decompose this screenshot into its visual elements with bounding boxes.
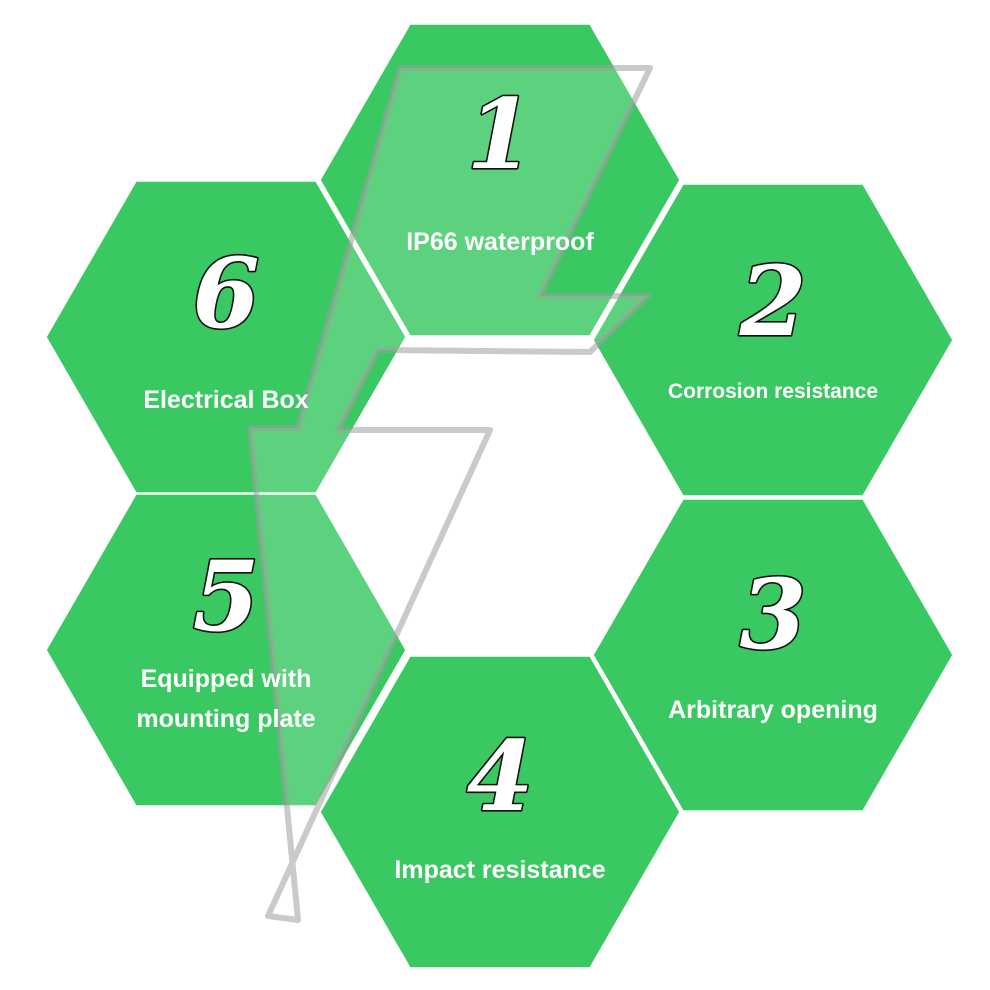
lightning-bolt-icon bbox=[247, 65, 653, 923]
hexagon-number-2: 2 bbox=[739, 245, 807, 358]
hexagon-5 bbox=[45, 493, 407, 807]
hexagon-label-1: IP66 waterproof bbox=[406, 228, 594, 256]
hexagon-2 bbox=[592, 183, 954, 497]
hexagon-number-1: 1 bbox=[467, 78, 534, 191]
hexagon-number-5: 5 bbox=[193, 540, 260, 653]
hexagon-4 bbox=[319, 655, 681, 969]
hexagon-label-5-line-2: mounting plate bbox=[136, 705, 315, 733]
hexagon-label-4: Impact resistance bbox=[394, 856, 605, 884]
hexagon-6 bbox=[45, 180, 407, 494]
hexagon-label-3: Arbitrary opening bbox=[668, 696, 878, 724]
hexagon-1 bbox=[319, 23, 681, 337]
hexagon-ring bbox=[45, 23, 954, 969]
hexagon-label-2: Corrosion resistance bbox=[668, 380, 878, 403]
hexagon-label-6: Electrical Box bbox=[143, 386, 308, 414]
hexagon-label-5-line-1: Equipped with bbox=[141, 665, 312, 693]
hexagon-3 bbox=[592, 498, 954, 812]
hexagon-number-3: 3 bbox=[740, 558, 807, 671]
hexagon-number-4: 4 bbox=[467, 720, 534, 833]
hexagon-number-6: 6 bbox=[193, 237, 260, 350]
